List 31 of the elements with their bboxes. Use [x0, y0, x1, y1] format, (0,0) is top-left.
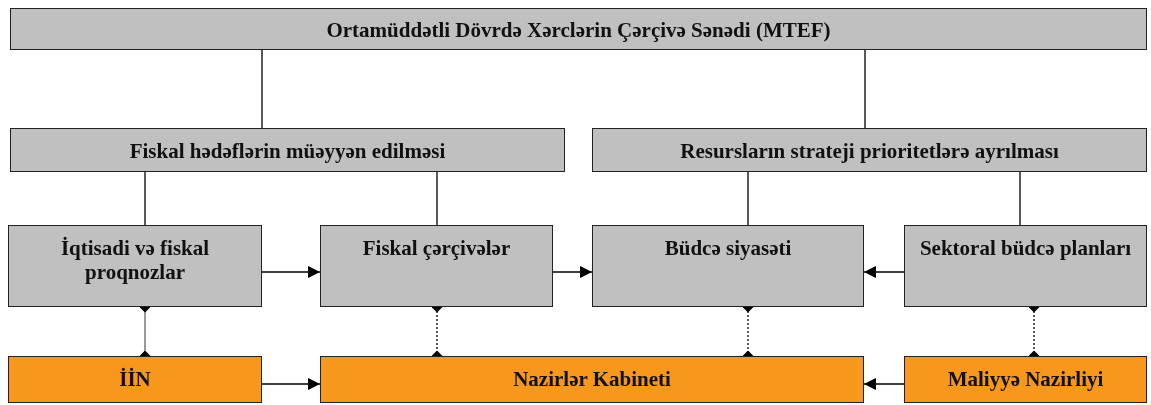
box-label: Sektoral büdcə planları — [919, 236, 1132, 260]
process-box — [904, 225, 1147, 307]
box-label: Fiskal hədəflərin müəyyən edilməsi — [129, 139, 446, 163]
arrow — [261, 266, 321, 278]
arrow — [552, 266, 593, 278]
box-label: Ortamüddətli Dövrdə Xərclərin Çərçivə Sənədi (MTEF) — [326, 18, 831, 42]
organization-box — [320, 356, 864, 403]
box-label: Nazirlər Kabineti — [513, 367, 671, 391]
box-label: İqtisadi və fiskal proqnozlar — [59, 236, 211, 284]
box-label: Büdcə siyasəti — [664, 236, 792, 260]
arrow — [863, 378, 905, 390]
process-box — [10, 128, 565, 172]
process-box — [10, 8, 1147, 50]
organization-box — [904, 356, 1147, 403]
organization-box — [8, 356, 262, 403]
box-label: Resursların strateji prioritetlərə ayrılması — [680, 139, 1059, 163]
arrow — [261, 378, 321, 390]
arrow — [863, 266, 905, 278]
box-label: Fiskal çərçivələr — [362, 236, 511, 260]
connector-line — [747, 171, 749, 226]
connector-line — [1019, 171, 1021, 226]
process-box — [8, 225, 262, 307]
process-box — [592, 225, 864, 307]
process-box — [320, 225, 553, 307]
connector-line — [144, 171, 146, 226]
box-label: Maliyyə Nazirliyi — [947, 367, 1104, 391]
connector-line — [864, 49, 866, 129]
connector-line — [436, 171, 438, 226]
box-label: İİN — [119, 367, 151, 391]
connector-line — [261, 49, 263, 129]
process-box — [592, 128, 1147, 172]
